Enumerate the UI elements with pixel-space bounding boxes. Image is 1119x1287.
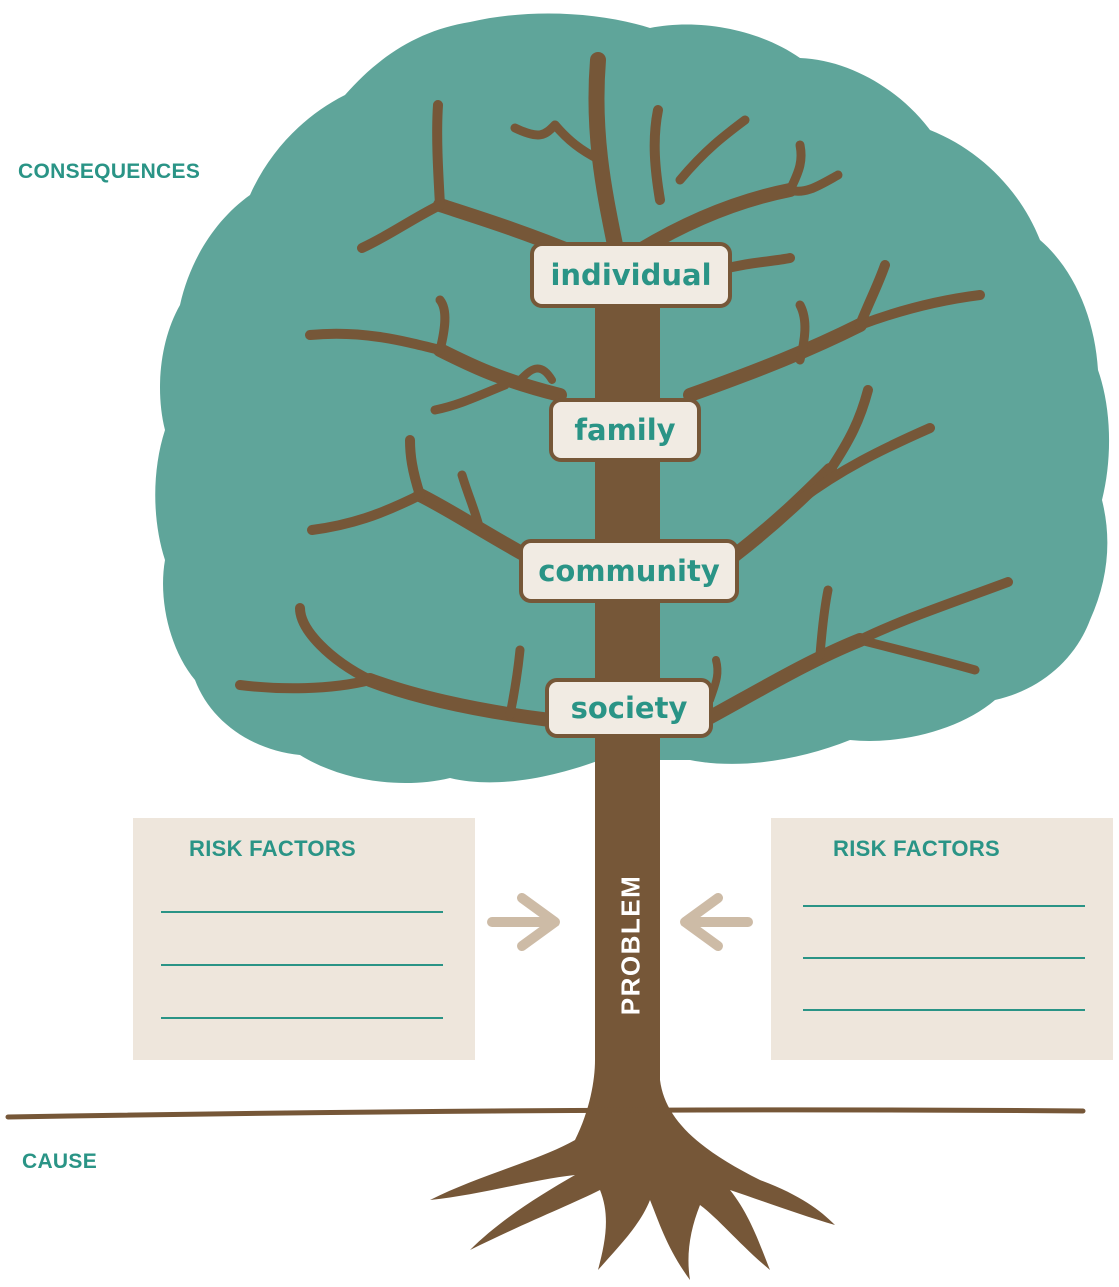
risk-factor-line (803, 1009, 1085, 1011)
risk-factor-line (161, 1017, 443, 1019)
level-label-community: community (519, 539, 739, 603)
tree-trunk (430, 300, 835, 1280)
level-label-individual: individual (530, 242, 732, 308)
ground-line (5, 1107, 1086, 1120)
consequences-label: CONSEQUENCES (18, 160, 201, 183)
risk-factor-line (803, 905, 1085, 907)
tree-branches (235, 52, 1013, 727)
right-pointing-arrow-icon (487, 893, 560, 951)
left-pointing-arrow-icon (680, 893, 753, 951)
risk-factors-title: RISK FACTORS (189, 836, 356, 861)
risk-factors-title: RISK FACTORS (833, 836, 1000, 861)
risk-factor-line (161, 911, 443, 913)
risk-factor-line (161, 964, 443, 966)
risk-factors-panel-right: RISK FACTORS (771, 818, 1113, 1060)
cause-label: CAUSE (22, 1150, 98, 1173)
problem-text: PROBLEM (615, 874, 646, 1016)
level-label-family: family (549, 398, 701, 462)
level-label-society: society (545, 678, 713, 738)
risk-factors-panel-left: RISK FACTORS (133, 818, 475, 1060)
risk-factor-line (803, 957, 1085, 959)
